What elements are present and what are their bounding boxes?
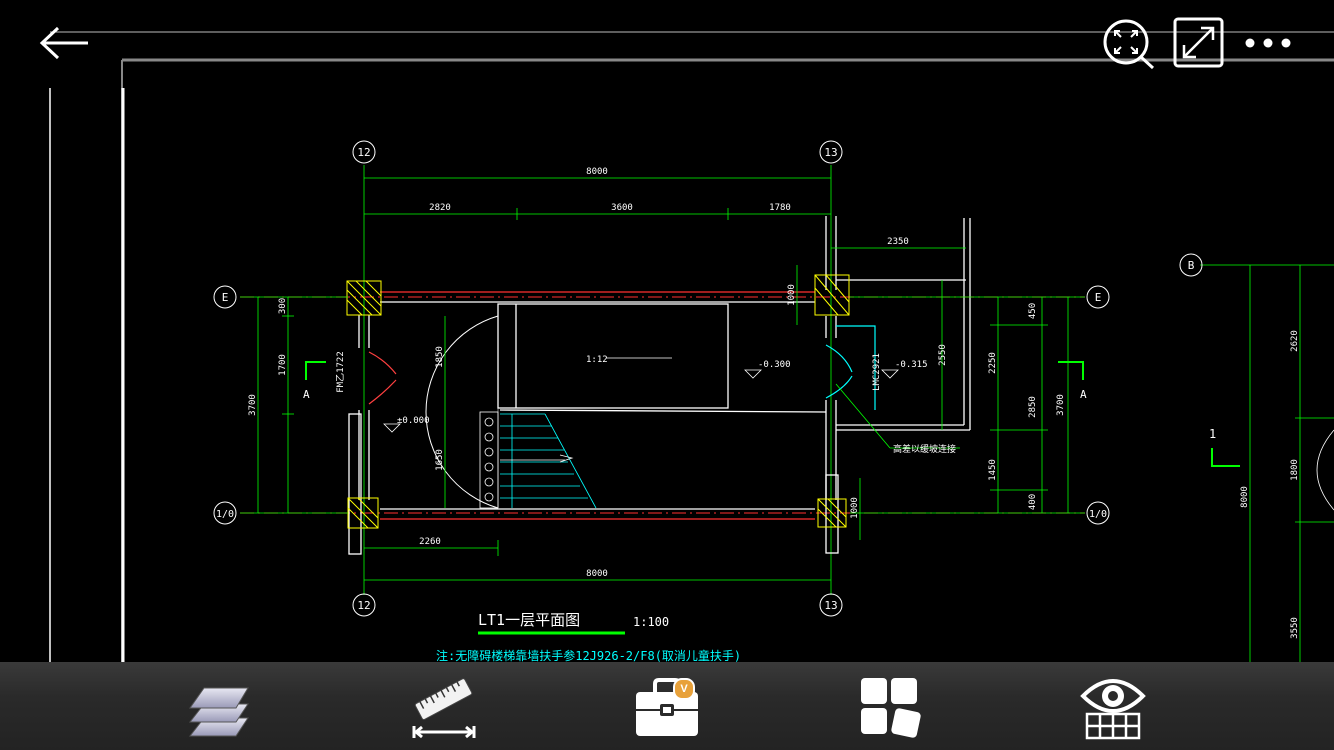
layers-tool[interactable]: [184, 670, 256, 744]
dim-3550: 3550: [1290, 617, 1300, 639]
dim-450: 450: [1028, 303, 1038, 319]
columns: [346, 274, 850, 529]
drawing-note: 注:无障碍楼梯靠墙扶手参12J926-2/F8(取消儿童扶手): [436, 648, 741, 662]
measure-tool[interactable]: [408, 670, 480, 744]
ramp-note: 高差以缓坡连接: [893, 443, 956, 455]
dim-1000-top: 1000: [787, 284, 797, 306]
dim-1650: 1650: [435, 449, 445, 471]
dim-8000-right: 8000: [1240, 486, 1250, 508]
grid-label-e-left: E: [222, 291, 229, 304]
dim-8000-top: 8000: [586, 167, 608, 177]
section-label-a-left: A: [303, 388, 310, 401]
cad-drawing-canvas[interactable]: 12 13 12 13 E E 1/0 1/0 B 8000 2820 3600…: [0, 0, 1334, 662]
fullscreen-button[interactable]: [1173, 17, 1225, 69]
door-label-left: FM乙1722: [335, 351, 346, 393]
dim-1450: 1450: [988, 459, 998, 481]
section-markers: [305, 361, 1240, 467]
dim-2820: 2820: [429, 203, 451, 213]
grid-label-e-right: E: [1095, 291, 1102, 304]
toolbox-badge: V: [673, 678, 695, 700]
elevation-300: -0.300: [758, 360, 791, 370]
zoom-fit-button[interactable]: [1100, 16, 1158, 72]
grid-tiles-icon: [861, 678, 921, 738]
dimension-lines: [240, 177, 1334, 662]
grid-label-10-right: 1/0: [1089, 509, 1107, 520]
bottom-toolbar: V: [0, 662, 1334, 750]
grid-label-12-bottom: 12: [357, 599, 370, 612]
door-label-right: LMC2921: [872, 353, 882, 391]
ruler-icon: [412, 678, 476, 739]
dim-400: 400: [1028, 494, 1038, 510]
arrow-left-icon: [39, 26, 88, 60]
stair: [479, 411, 597, 509]
dim-3700-left: 3700: [248, 394, 258, 416]
sheet-frame: [49, 31, 1334, 662]
briefcase-icon: [636, 678, 698, 736]
grid-label-12-top: 12: [357, 146, 370, 159]
section-label-a-right: A: [1080, 388, 1087, 401]
grid-label-13-bottom: 13: [824, 599, 837, 612]
dim-2620: 2620: [1290, 330, 1300, 352]
elevation-0: ±0.000: [397, 416, 430, 426]
elevation-315: -0.315: [895, 360, 928, 370]
grid-label-13-top: 13: [824, 146, 837, 159]
toolbox-tool[interactable]: V: [631, 670, 703, 744]
magnify-fit-icon: [1103, 19, 1155, 70]
dim-8000-bottom: 8000: [586, 569, 608, 579]
grid-label-b: B: [1188, 259, 1195, 272]
back-button[interactable]: [38, 24, 92, 64]
walls: [348, 216, 971, 555]
dim-1000-bottom: 1000: [850, 497, 860, 519]
dim-1800: 1800: [1290, 459, 1300, 481]
dim-2850: 2850: [1028, 396, 1038, 418]
layers-icon: [188, 687, 249, 737]
view-mode-tool[interactable]: [1077, 670, 1149, 744]
ellipsis-icon: [1245, 38, 1291, 48]
expand-arrows-icon: [1173, 17, 1224, 68]
eye-grid-icon: [1080, 679, 1146, 740]
dim-1780: 1780: [769, 203, 791, 213]
dim-300: 300: [278, 298, 288, 314]
dim-1850: 1850: [435, 346, 445, 368]
grid-bubbles: [213, 140, 1203, 617]
section-label-1: 1: [1209, 427, 1216, 441]
layout-tool[interactable]: [855, 670, 927, 744]
dim-3600: 3600: [611, 203, 633, 213]
dim-2550: 2550: [938, 344, 948, 366]
dim-2260: 2260: [419, 537, 441, 547]
more-button[interactable]: [1240, 30, 1296, 56]
drawing-scale: 1:100: [633, 615, 669, 629]
ramp-slope-label: 1:12: [586, 355, 608, 365]
axis-lines: [240, 165, 1085, 595]
dim-1700: 1700: [278, 354, 288, 376]
grid-label-10-left: 1/0: [216, 509, 234, 520]
dim-2250: 2250: [988, 352, 998, 374]
dim-3700-right: 3700: [1056, 394, 1066, 416]
drawing-title: LT1一层平面图: [478, 611, 580, 629]
dim-2350: 2350: [887, 237, 909, 247]
doors: [368, 325, 876, 410]
elevation-markers: [383, 357, 899, 433]
